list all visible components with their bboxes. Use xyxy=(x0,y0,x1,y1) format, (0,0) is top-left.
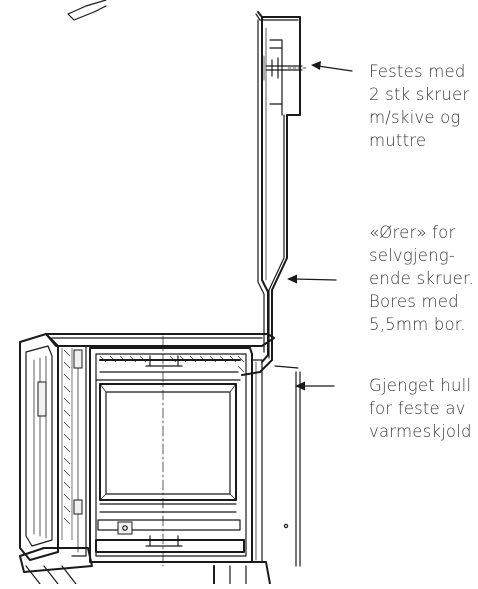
callout-line: ende skruer. xyxy=(369,269,474,288)
detail-part-top-left xyxy=(67,0,107,21)
chimney-heat-shield xyxy=(241,11,307,567)
callout-gjenget: Gjenget hull for feste av varmeskjold xyxy=(369,374,472,443)
callout-line: Gjenget hull xyxy=(369,376,472,395)
callout-line: m/skive og xyxy=(369,108,461,127)
callout-line: varmeskjold xyxy=(369,422,472,441)
leader-arrow-gjenget xyxy=(295,381,335,391)
callout-line: 5,5mm bor. xyxy=(369,315,466,334)
callout-festes: Festes med 2 stk skruer m/skive og muttr… xyxy=(369,60,469,152)
callout-line: «Ører» for xyxy=(369,223,456,242)
callout-line: Festes med xyxy=(369,62,466,81)
callout-line: for feste av xyxy=(369,399,466,418)
left-side-hatching xyxy=(61,348,73,540)
stove-body xyxy=(19,333,275,585)
leader-arrow-orer xyxy=(287,274,337,284)
callout-orer: «Ører» for selvgjeng- ende skruer. Bores… xyxy=(369,221,474,336)
callout-line: muttre xyxy=(369,131,427,150)
leader-arrow-festes xyxy=(311,61,353,72)
callout-line: Bores med xyxy=(369,292,459,311)
callout-line: selvgjeng- xyxy=(369,246,456,265)
callout-line: 2 stk skruer xyxy=(369,85,470,104)
